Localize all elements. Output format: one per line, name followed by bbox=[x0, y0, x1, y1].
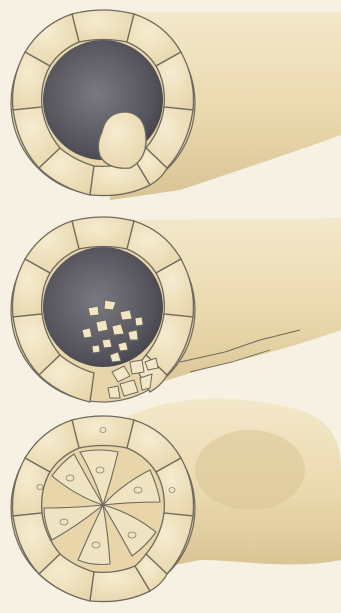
panel-3-duct bbox=[11, 399, 341, 602]
panel-2-lumen bbox=[43, 247, 163, 367]
panel-2-duct bbox=[11, 217, 341, 402]
panel-1-duct bbox=[11, 10, 341, 200]
